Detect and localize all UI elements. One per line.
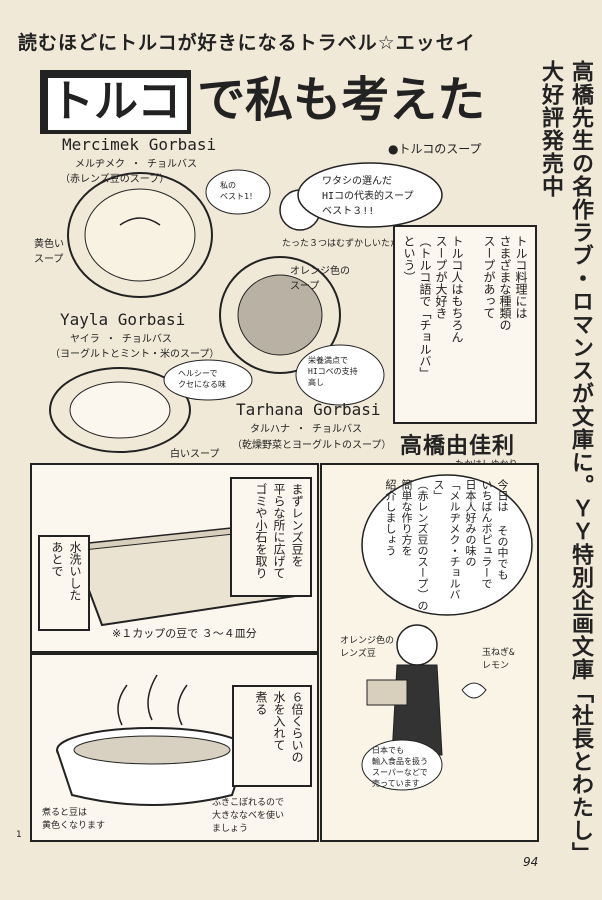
lentil-label: オレンジ色の レンズ豆 [340,636,395,659]
bowl-yayla-rim [69,381,171,439]
bowl-mercimek-rim [84,188,196,282]
pot-note: ふきこぼれるので 大きななべを使い ましょう [212,798,285,834]
soup-desc-yayla: （ヨーグルトとミント・米のスープ） [50,349,220,360]
subtitle: ●トルコのスープ [388,142,482,156]
side-mark: 1 [16,830,22,840]
soup-desc-tarhana: （乾燥野菜とヨーグルトのスープ） [232,440,392,451]
shop-label: 日本でも 輸入食品を扱う スーパーなどで 売っています [372,746,428,788]
panel-step1: まずレンズ豆を 平らな所に広げて ゴミや小石を取り 水洗いした あとで ※１カッ… [30,463,319,653]
onion-label: 玉ねぎ& レモン [482,648,515,671]
speech-under-text: たった３つはむずかしいたかば… [282,239,414,249]
bubble-mercimek [205,169,271,215]
cook-illustration [361,474,533,791]
intro-box: トルコ料理には さまざまな種類の スープがあって トルコ人はもちろん スープが大… [393,225,537,424]
bowl-yayla [49,367,191,453]
yellow-note: 煮ると豆は 黄色くなります [42,808,106,831]
soup-illustrations [49,162,443,453]
speech-top-text: ワタシの選んだ HIコの代表的スープ ベスト３!! [322,176,414,217]
step2-text: 水洗いした あとで [38,535,90,631]
soup-color-tarhana: オレンジ色の スープ [290,266,350,292]
soup-name-yayla: Yayla Gorbasi [60,310,186,329]
title-rest: で私も考えた [197,72,486,128]
page-number: 94 [523,855,539,869]
title-boxed-word: トルコ [40,70,192,134]
bubble-yayla [163,359,253,401]
pot-illustration [56,674,248,806]
page-title: トルコで私も考えた [40,70,540,140]
recipe-intro-text: 今日は その中でも いちばんポピュラーで 日本人好みの味の 「メルヂメク・チョル… [384,479,509,611]
bubble-tarhana [295,344,385,406]
author-name: 高橋由佳利 [400,434,516,459]
panel-intro-recipe: 今日は その中でも いちばんポピュラーで 日本人好みの味の 「メルヂメク・チョル… [320,463,539,842]
side-banner: 高橋先生の名作ラブ・ロマンスが文庫に。ＹＹ特別企画文庫「社長とわたし」大好評発売… [538,60,593,854]
bubble-yayla-text: ヘルシーで クセになる味 [178,369,226,389]
speech-bubble-top [297,162,443,228]
bubble-mercimek-text: 私の ベスト1！ [220,181,257,201]
soup-reading-mercimek: メルヂメク ・ チョルバス [75,159,198,170]
bowl-tarhana-soup [237,274,323,356]
bowl-tarhana [219,256,341,374]
step1-text: まずレンズ豆を 平らな所に広げて ゴミや小石を取り [230,477,312,597]
soup-reading-yayla: ヤイラ ・ チョルバス [70,334,172,345]
soup-name-tarhana: Tarhana Gorbasi [236,400,381,419]
bowl-mercimek [67,172,213,298]
portion-note: ※１カップの豆で ３〜４皿分 [112,627,257,640]
soup-name-mercimek: Mercimek Gorbasi [62,135,217,154]
tagline: 読むほどにトルコが好きになるトラベル☆エッセイ [18,32,476,54]
soup-desc-mercimek: （赤レンズ豆のスープ） [60,174,170,185]
panel-step3: ６倍くらいの 水を入れて 煮る ふきこぼれるので 大きななべを使い ましょう 煮… [30,653,319,842]
step3-text: ６倍くらいの 水を入れて 煮る [232,685,312,787]
soup-color-yayla: 白いスープ [170,449,220,460]
intro-box-text: トルコ料理には さまざまな種類の スープがあって トルコ人はもちろん スープが大… [402,235,528,379]
soup-color-mercimek: 黄色い スープ [34,239,64,265]
bubble-tarhana-text: 栄養満点で HIコベの支持 高し [308,356,358,387]
soup-reading-tarhana: タルハナ ・ チョルバス [250,424,363,435]
